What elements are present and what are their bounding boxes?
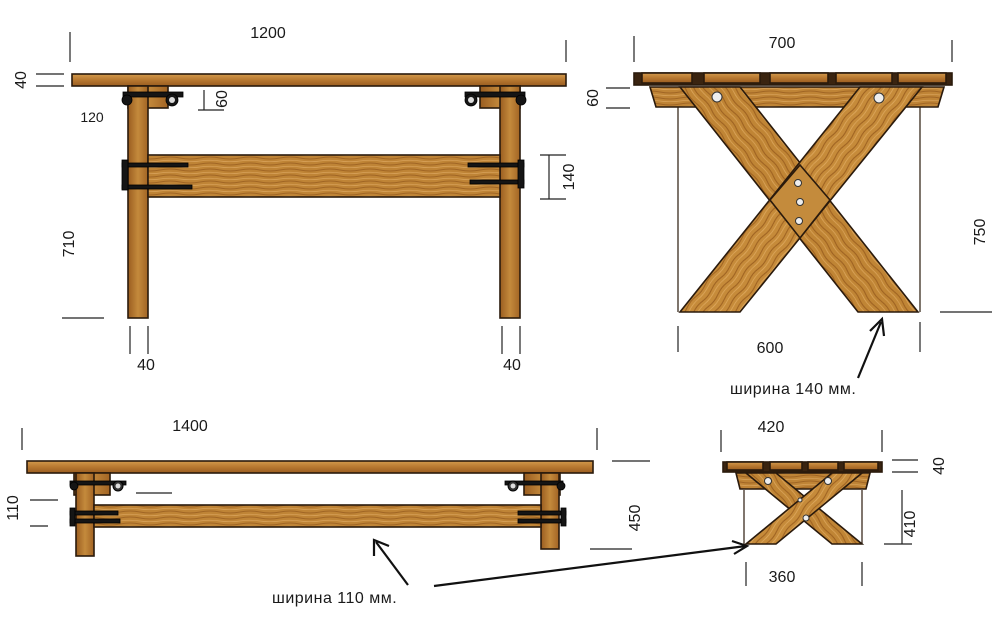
table-slat-4	[835, 72, 893, 84]
table-note-arrow	[856, 321, 883, 379]
table-leg-right	[499, 85, 521, 319]
dim-table-leg-height: 710	[61, 231, 78, 258]
dim-table-leg-left-width: 40	[137, 357, 155, 374]
table-bolt-top-right	[464, 91, 527, 107]
table-side-view: 700 60 750 600 ширина 140 мм.	[585, 35, 992, 398]
table-x-hole-5	[795, 217, 803, 225]
dim-table-side-apron: 60	[585, 89, 602, 107]
table-slat-5	[897, 72, 947, 84]
bench-note-arrow-right	[433, 544, 747, 588]
bench-slat-1	[726, 461, 764, 471]
bench-x-hole-1	[764, 477, 772, 485]
bench-note-arrow-left	[375, 541, 409, 586]
bench-stretcher	[93, 504, 542, 528]
bench-x-leg-b	[743, 472, 865, 545]
dim-table-length: 1200	[250, 25, 286, 42]
dim-bench-length: 1400	[172, 418, 208, 435]
dim-bench-side-height: 410	[902, 511, 919, 538]
dim-bench-side-width: 420	[758, 419, 785, 436]
table-front-view: 1200 40 120 60 140 710 40 40	[13, 25, 578, 374]
bench-x-hole-4	[802, 514, 810, 522]
table-stretcher	[147, 154, 501, 198]
dim-table-apron-height: 60	[214, 90, 231, 108]
table-bolt-stretcher-right	[467, 159, 525, 189]
bench-bolt-top-right	[504, 480, 566, 492]
bench-bolt-stretcher-right	[517, 507, 567, 527]
table-bolt-stretcher-left	[121, 159, 193, 191]
bench-front-view: 1400 110 450 ширина 110 мм.	[5, 418, 750, 607]
table-x-hole-3	[794, 179, 802, 187]
dim-table-side-width: 700	[769, 35, 796, 52]
dim-table-top-thickness: 40	[13, 71, 30, 89]
table-board-note: ширина 140 мм.	[730, 381, 856, 398]
dim-table-apron-offset: 120	[80, 109, 104, 125]
dim-table-leg-right-width: 40	[503, 357, 521, 374]
table-slat-3	[769, 72, 829, 84]
table-slat-1	[641, 72, 693, 84]
dim-bench-apron: 110	[5, 495, 22, 521]
bench-top-board	[26, 460, 594, 474]
dim-bench-side-thickness: 40	[931, 457, 948, 475]
table-x-hole-1	[711, 91, 723, 103]
bench-x-hole-2	[824, 477, 832, 485]
dim-bench-side-base: 360	[769, 569, 796, 586]
bench-board-note: ширина 110 мм.	[272, 590, 397, 607]
bench-slat-2	[769, 461, 803, 471]
dim-table-side-height: 750	[972, 219, 989, 246]
table-x-hole-4	[796, 198, 804, 206]
table-x-hole-2	[873, 92, 885, 104]
bench-side-view: 420 40 410 360	[720, 419, 948, 586]
table-bolt-top-left	[121, 91, 184, 107]
table-top-board	[71, 73, 567, 87]
bench-bolt-stretcher-left	[69, 507, 121, 527]
dim-table-side-base: 600	[757, 340, 784, 357]
bench-bolt-top-left	[69, 480, 127, 492]
dim-table-stretcher-height: 140	[561, 164, 578, 191]
bench-slat-4	[843, 461, 879, 471]
table-slat-2	[703, 72, 761, 84]
table-leg-left	[127, 85, 149, 319]
bench-x-hole-3	[797, 497, 803, 503]
dim-bench-height: 450	[627, 505, 644, 532]
bench-slat-3	[807, 461, 839, 471]
